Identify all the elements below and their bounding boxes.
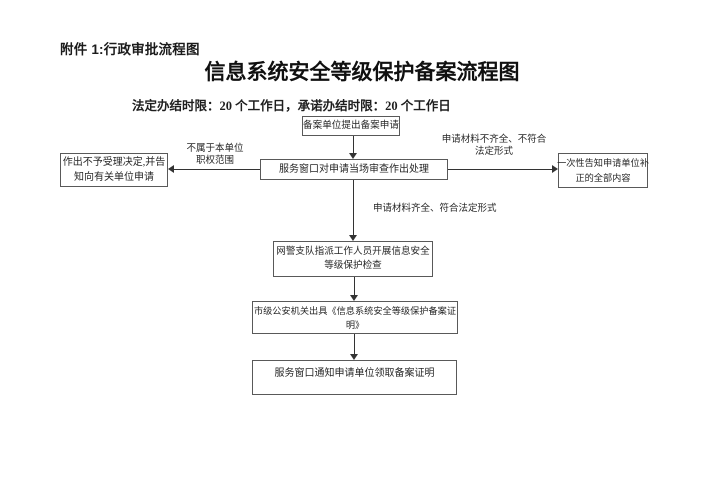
arrow-review-to-reject-line [174, 169, 260, 170]
arrowhead-right [552, 165, 558, 173]
node-filing-application: 备案单位提出备案申请 [302, 116, 400, 136]
node-supplement-notice: 一次性告知申请单位补 正的全部内容 [557, 153, 649, 188]
node-reject-decision-line2: 知向有关单位申请 [74, 172, 154, 183]
node-window-review: 服务窗口对申请当场审查作出处理 [260, 159, 448, 180]
arrow-review-to-inspect-line [353, 180, 354, 235]
node-reject-decision-line1: 作出不予受理决定,并告 [62, 157, 166, 168]
edge-label-materials-incomplete: 申请材料不齐全、不符合 法定形式 [438, 135, 550, 158]
arrow-certificate-to-notify-line [354, 334, 355, 354]
edge-label-materials-incomplete-line1: 申请材料不齐全、不符合 [441, 135, 547, 145]
node-security-inspection-line2: 等级保护检查 [324, 260, 382, 271]
page-title: 信息系统安全等级保护备案流程图 [204, 61, 520, 84]
edge-label-materials-complete: 申请材料齐全、符合法定形式 [373, 204, 497, 214]
edge-label-materials-incomplete-line2: 法定形式 [474, 146, 513, 157]
edge-label-out-of-scope: 不属于本单位 职权范围 [170, 143, 260, 167]
arrowhead-down [350, 354, 358, 360]
arrow-review-to-supplement-line [448, 169, 552, 170]
arrow-inspect-to-certificate-line [354, 277, 355, 295]
time-limit-note: 法定办结时限：20 个工作日，承诺办结时限：20 个工作日 [132, 99, 451, 113]
node-issue-certificate: 市级公安机关出具《信息系统安全等级保护备案证 明》 [252, 301, 458, 334]
node-supplement-notice-line1: 一次性告知申请单位补 [557, 157, 649, 168]
node-collect-certificate: 服务窗口通知申请单位领取备案证明 [252, 360, 457, 395]
node-security-inspection: 网警支队指派工作人员开展信息安全 等级保护检查 [273, 241, 433, 277]
arrowhead-left [168, 165, 174, 173]
node-issue-certificate-line2: 明》 [345, 319, 365, 330]
attachment-label: 附件 1:行政审批流程图 [60, 42, 200, 57]
arrowhead-down [349, 235, 357, 241]
node-supplement-notice-line2: 正的全部内容 [575, 172, 631, 183]
node-window-review-label: 服务窗口对申请当场审查作出处理 [279, 163, 429, 175]
arrow-start-to-review-line [353, 136, 354, 153]
node-issue-certificate-line1: 市级公安机关出具《信息系统安全等级保护备案证 [253, 305, 457, 316]
node-reject-decision: 作出不予受理决定,并告 知向有关单位申请 [60, 153, 168, 187]
node-collect-certificate-label: 服务窗口通知申请单位领取备案证明 [274, 368, 435, 379]
arrowhead-down [350, 295, 358, 301]
arrowhead-down [349, 153, 357, 159]
edge-label-out-of-scope-line2: 职权范围 [195, 156, 234, 166]
node-security-inspection-line1: 网警支队指派工作人员开展信息安全 [276, 246, 430, 257]
edge-label-out-of-scope-line1: 不属于本单位 [186, 144, 244, 154]
node-filing-application-label: 备案单位提出备案申请 [303, 120, 399, 131]
